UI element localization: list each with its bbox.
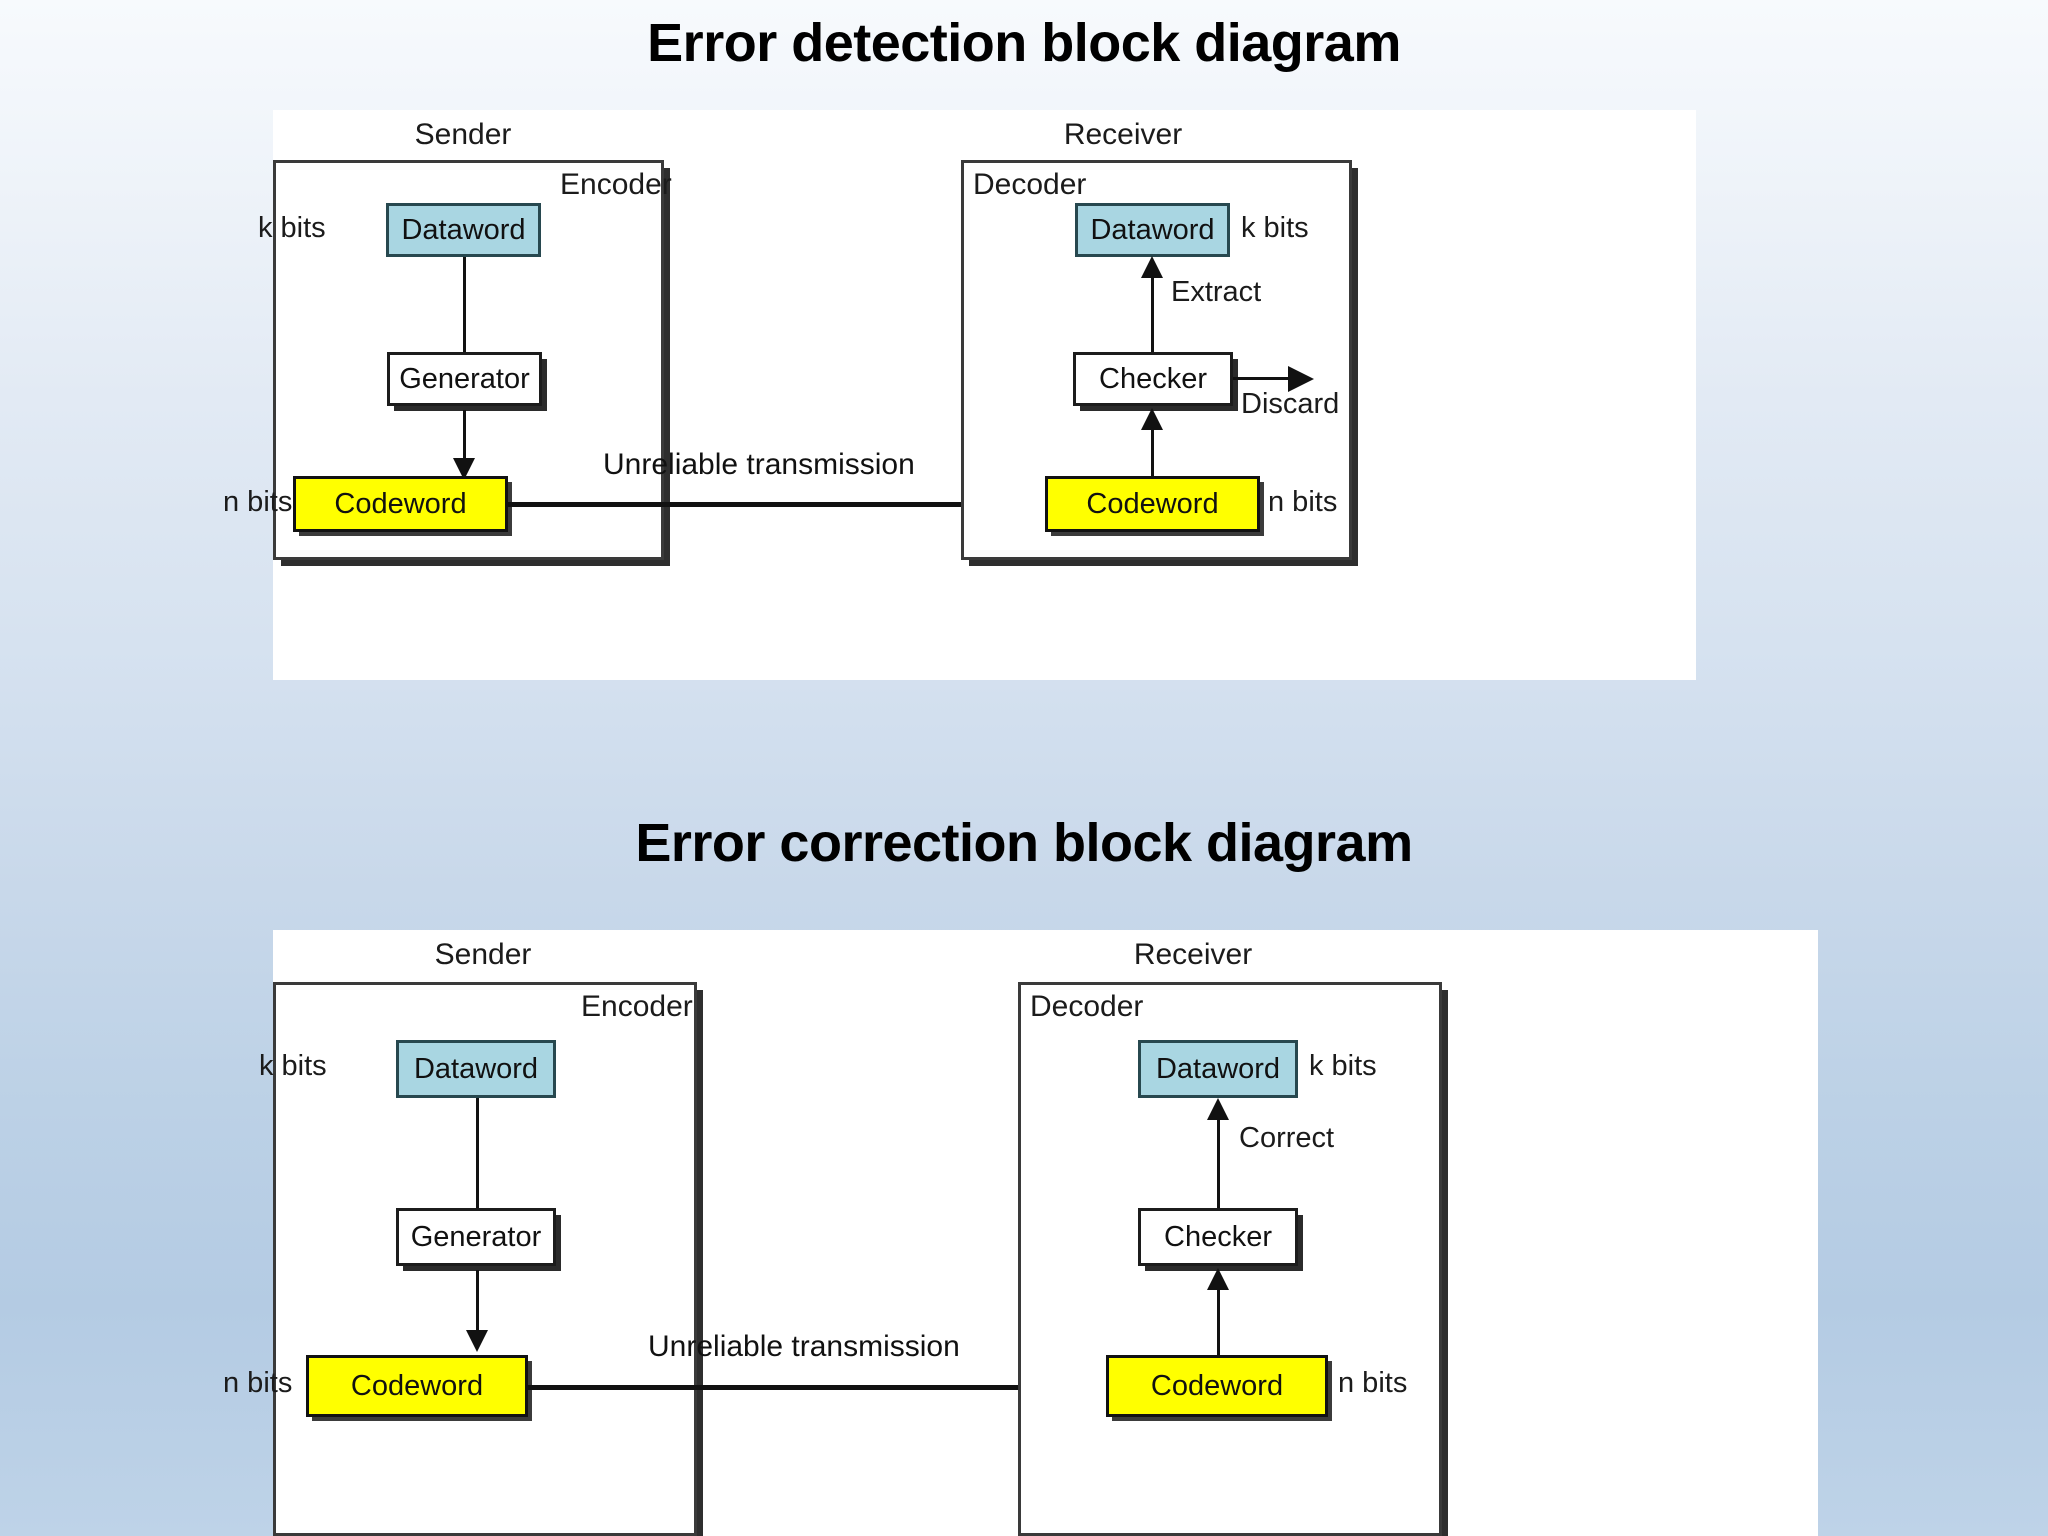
connector-generator-to-codeword-detection <box>463 410 466 466</box>
receiver-dataword-block-detection: Dataword <box>1075 203 1230 257</box>
arrow-codeword-to-checker-correction <box>1207 1268 1229 1290</box>
page-title-error-correction: Error correction block diagram <box>635 813 1413 873</box>
connector-codeword-to-checker-detection <box>1151 430 1154 476</box>
encoder-title-detection: Encoder <box>560 168 672 201</box>
generator-text-detection: Generator <box>399 362 530 395</box>
generator-block-correction: Generator <box>396 1208 556 1266</box>
discard-line-detection <box>1233 377 1293 380</box>
page-title-error-detection: Error detection block diagram <box>647 13 1401 73</box>
arrow-generator-to-codeword-detection <box>453 458 475 480</box>
arrow-checker-to-dataword-correction <box>1207 1098 1229 1120</box>
receiver-label-detection: Receiver <box>1063 118 1183 151</box>
generator-text-correction: Generator <box>410 1220 542 1253</box>
transmission-label-correction: Unreliable transmission <box>648 1330 960 1363</box>
connector-dataword-to-generator-detection <box>463 257 466 352</box>
receiver-codeword-block-correction: Codeword <box>1106 1355 1328 1417</box>
error-detection-figure: Sender Receiver Encoder k bits Dataword … <box>223 110 1696 680</box>
discard-label-detection: Discard <box>1241 388 1340 420</box>
sender-codeword-text-correction: Codeword <box>350 1369 484 1402</box>
sender-codeword-block-detection: Codeword <box>293 476 508 532</box>
sender-label-detection: Sender <box>414 118 512 151</box>
arrow-generator-to-codeword-correction <box>466 1330 488 1352</box>
connector-generator-to-codeword-correction <box>476 1270 479 1338</box>
receiver-dataword-block-correction: Dataword <box>1138 1040 1298 1098</box>
sender-dataword-bits-note-correction: k bits <box>259 1050 327 1082</box>
receiver-label-correction: Receiver <box>1133 938 1253 971</box>
correct-label-correction: Correct <box>1239 1122 1335 1154</box>
discard-arrow-detection <box>1288 366 1314 392</box>
generator-block-detection: Generator <box>387 352 542 406</box>
sender-codeword-text-detection: Codeword <box>334 487 467 520</box>
transmission-line-correction <box>526 1385 1031 1390</box>
sender-dataword-block-correction: Dataword <box>396 1040 556 1098</box>
transmission-line-detection <box>506 502 973 507</box>
connector-checker-to-dataword-detection <box>1151 278 1154 353</box>
receiver-codeword-bits-note-correction: n bits <box>1338 1367 1408 1399</box>
receiver-codeword-block-detection: Codeword <box>1045 476 1260 532</box>
receiver-codeword-text-correction: Codeword <box>1150 1369 1284 1402</box>
extract-label-detection: Extract <box>1171 276 1262 308</box>
connector-checker-to-dataword-correction <box>1217 1120 1220 1208</box>
checker-block-detection: Checker <box>1073 352 1233 406</box>
connector-codeword-to-checker-correction <box>1217 1290 1220 1355</box>
decoder-title-detection: Decoder <box>973 168 1087 201</box>
encoder-title-correction: Encoder <box>581 990 693 1023</box>
receiver-codeword-text-detection: Codeword <box>1086 487 1219 520</box>
sender-codeword-bits-note-correction: n bits <box>223 1367 293 1399</box>
transmission-label-detection: Unreliable transmission <box>603 448 915 481</box>
checker-text-detection: Checker <box>1099 362 1207 395</box>
receiver-codeword-bits-note-detection: n bits <box>1268 486 1338 518</box>
sender-codeword-bits-note-detection: n bits <box>223 486 293 518</box>
sender-dataword-text-detection: Dataword <box>401 213 526 246</box>
checker-text-correction: Checker <box>1164 1220 1272 1253</box>
sender-codeword-block-correction: Codeword <box>306 1355 528 1417</box>
arrow-codeword-to-checker-detection <box>1141 408 1163 430</box>
error-correction-figure: Sender Receiver Encoder k bits Dataword … <box>223 930 1818 1536</box>
sender-label-correction: Sender <box>434 938 532 971</box>
receiver-dataword-text-detection: Dataword <box>1090 213 1215 246</box>
arrow-checker-to-dataword-detection <box>1141 256 1163 278</box>
receiver-dataword-bits-note-detection: k bits <box>1241 212 1309 244</box>
checker-block-correction: Checker <box>1138 1208 1298 1266</box>
decoder-title-correction: Decoder <box>1030 990 1144 1023</box>
receiver-dataword-bits-note-correction: k bits <box>1309 1050 1377 1082</box>
connector-dataword-to-generator-correction <box>476 1098 479 1208</box>
sender-dataword-bits-note-detection: k bits <box>258 212 326 244</box>
receiver-dataword-text-correction: Dataword <box>1155 1052 1281 1085</box>
sender-dataword-text-correction: Dataword <box>413 1052 539 1085</box>
sender-dataword-block-detection: Dataword <box>386 203 541 257</box>
